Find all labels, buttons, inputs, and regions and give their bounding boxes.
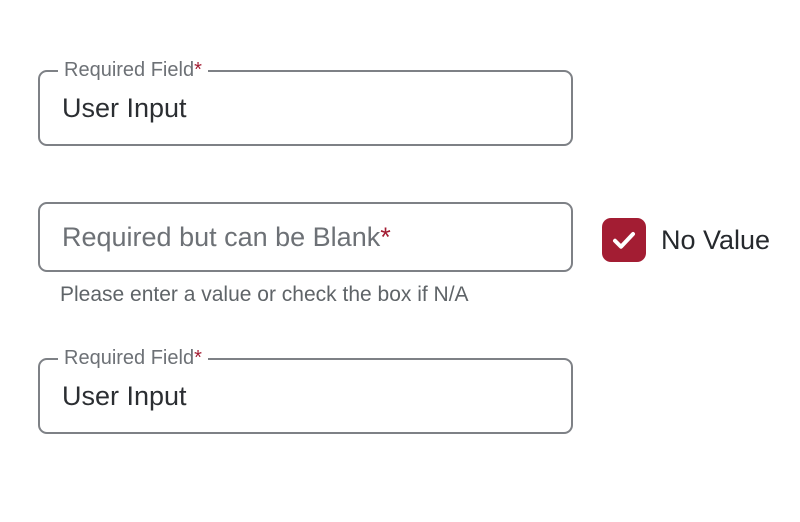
blank-allowed-field-input[interactable] bbox=[40, 204, 571, 270]
required-asterisk: * bbox=[194, 59, 202, 81]
no-value-checkbox[interactable] bbox=[602, 218, 646, 262]
required-field-1: Required Field* bbox=[38, 59, 573, 146]
required-field-2: Required Field* bbox=[38, 347, 573, 434]
required-asterisk: * bbox=[194, 347, 202, 369]
helper-text: Please enter a value or check the box if… bbox=[60, 283, 469, 306]
required-field-1-input[interactable] bbox=[40, 72, 571, 144]
blank-allowed-field: Required but can be Blank* bbox=[38, 202, 573, 272]
checkmark-icon bbox=[613, 232, 635, 249]
no-value-checkbox-label[interactable]: No Value bbox=[661, 224, 771, 255]
no-value-checkbox-row: No Value bbox=[602, 218, 770, 262]
required-field-2-input[interactable] bbox=[40, 360, 571, 432]
